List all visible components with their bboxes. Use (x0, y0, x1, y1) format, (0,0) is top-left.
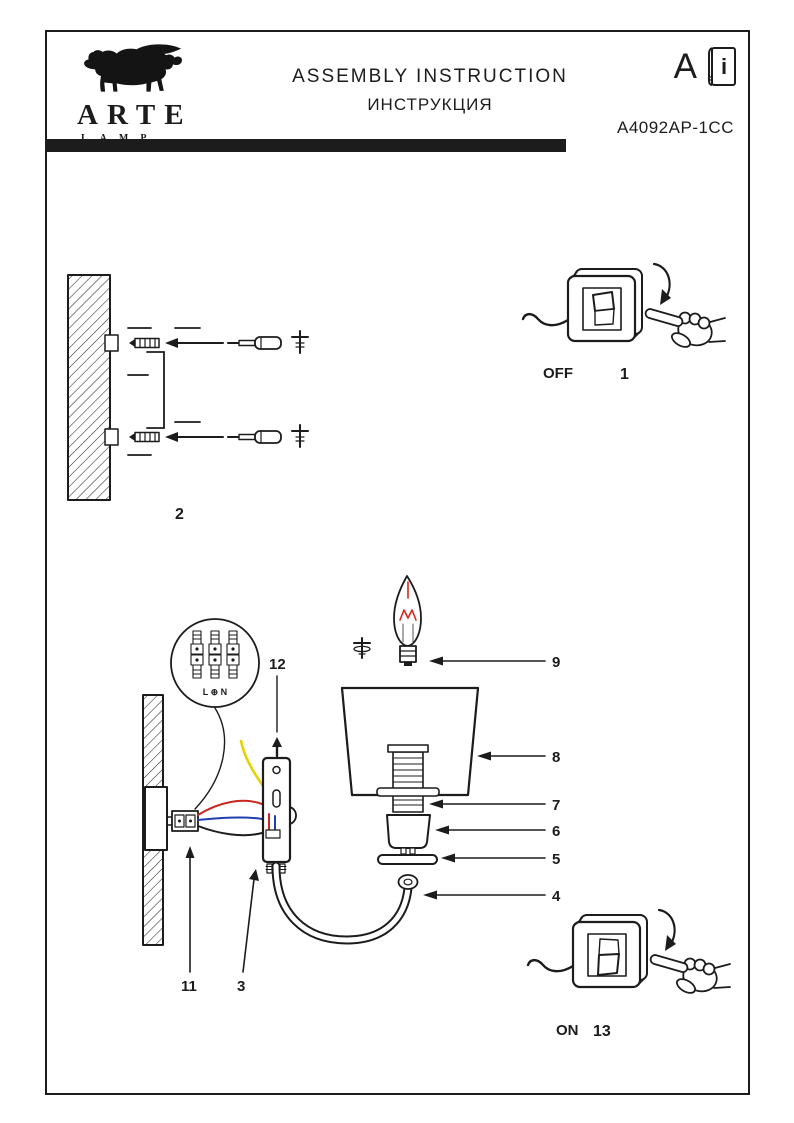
screw-icon (291, 330, 309, 354)
wall-outlet-box (144, 786, 168, 851)
terminal-connector (171, 810, 199, 832)
fixing-screw-icon (353, 637, 371, 659)
hook (289, 806, 297, 825)
shade-fitter-ring (376, 787, 440, 797)
bulb-icon (393, 575, 422, 666)
svg-text:4: 4 (552, 888, 561, 905)
model-number: A4092AP-1CC (616, 118, 734, 137)
bulb-base (399, 645, 417, 663)
section-letter: A (673, 47, 697, 86)
svg-text:7: 7 (552, 797, 560, 814)
wall-section (67, 274, 111, 501)
screwdriver-icon (227, 336, 282, 350)
wire-yellow (239, 739, 265, 788)
svg-text:3: 3 (237, 978, 245, 995)
svg-text:11: 11 (181, 978, 197, 995)
callout-7: 7 (429, 797, 560, 814)
anchor-plug-icon (129, 431, 160, 443)
mounting-bracket (261, 756, 297, 874)
power-switch-icon (571, 914, 648, 989)
insert-direction-arrow (272, 675, 282, 758)
book-letter: i (721, 54, 727, 79)
screw-icon (291, 424, 309, 448)
decorative-disk (377, 854, 438, 865)
header: ARTE LAMP ASSEMBLY INSTRUCTION ИНСТРУКЦИ… (47, 32, 748, 152)
header-corner: A i (674, 46, 737, 88)
svg-text:12: 12 (269, 656, 286, 673)
step1-number: 1 (620, 366, 629, 383)
step13-switch-on-diagram: ON 13 (526, 908, 731, 1040)
hand-pointing-icon (649, 954, 731, 994)
hand-pointing-icon (644, 308, 726, 348)
curved-arm (271, 861, 413, 945)
terminals-label: L ⊕ N (203, 687, 227, 697)
step13-number: 13 (593, 1023, 611, 1040)
screwdriver-icon (227, 430, 282, 444)
switch-state-off: OFF (543, 365, 573, 382)
wiring-detail-circle: L ⊕ N (170, 618, 260, 708)
svg-text:9: 9 (552, 654, 560, 671)
callout-8: 8 (477, 749, 560, 766)
arte-lamp-logo: ARTE LAMP (77, 42, 227, 144)
step2-wall-mounting-diagram: 2 (67, 274, 309, 523)
filament (399, 581, 417, 621)
switch-state-on: ON (556, 1022, 579, 1039)
mount-hole-top (104, 334, 119, 352)
threaded-tube (387, 744, 429, 813)
bracket-screw (279, 863, 286, 874)
coupler-ring (397, 874, 419, 890)
callout-4: 4 (423, 888, 561, 905)
rocker-on (597, 953, 620, 976)
step2-number: 2 (175, 506, 184, 523)
document-title: ASSEMBLY INSTRUCTION ИНСТРУКЦИЯ (237, 66, 623, 115)
svg-text:5: 5 (552, 851, 560, 868)
rotate-arrow-icon (652, 262, 671, 305)
rotate-arrow-icon (657, 908, 676, 951)
svg-text:8: 8 (552, 749, 560, 766)
assembly-diagram-canvas: 2 (67, 262, 731, 1040)
brand-subname: LAMP (77, 133, 227, 144)
manual-book-icon: i (708, 47, 736, 86)
rocker-off (592, 291, 615, 312)
wire-blue (197, 816, 263, 821)
wire-red (197, 799, 263, 816)
page-frame: ARTE LAMP ASSEMBLY INSTRUCTION ИНСТРУКЦИ… (45, 30, 750, 1095)
lampshade (340, 686, 480, 797)
bracket-screw (266, 863, 273, 874)
step1-switch-off-diagram: OFF 1 (521, 262, 726, 383)
power-cord (521, 312, 570, 327)
detail-leader-line (194, 707, 226, 810)
callout-11: 11 (181, 846, 197, 995)
power-switch-icon (566, 268, 643, 343)
callout-3: 3 (237, 869, 259, 995)
title-english: ASSEMBLY INSTRUCTION (292, 66, 568, 87)
header-divider-bar (47, 139, 566, 152)
arrow-left-icon (165, 338, 224, 348)
callout-9: 9 (429, 654, 560, 671)
wire-black (197, 825, 263, 837)
anchor-plug-icon (129, 337, 160, 349)
callout-5: 5 (441, 851, 560, 868)
socket-cup (386, 814, 431, 855)
power-cord (526, 958, 575, 973)
arrow-left-icon (165, 432, 224, 442)
brand-name: ARTE (77, 99, 193, 131)
callout-6: 6 (435, 823, 560, 840)
callout-12: 12 (269, 656, 286, 673)
title-russian: ИНСТРУКЦИЯ (367, 95, 493, 114)
svg-text:6: 6 (552, 823, 560, 840)
winged-lion-icon (84, 44, 182, 92)
mount-hole-bottom (104, 428, 119, 446)
diagram-content: 2 (47, 152, 748, 1093)
main-assembly-diagram: L ⊕ N (142, 575, 561, 995)
